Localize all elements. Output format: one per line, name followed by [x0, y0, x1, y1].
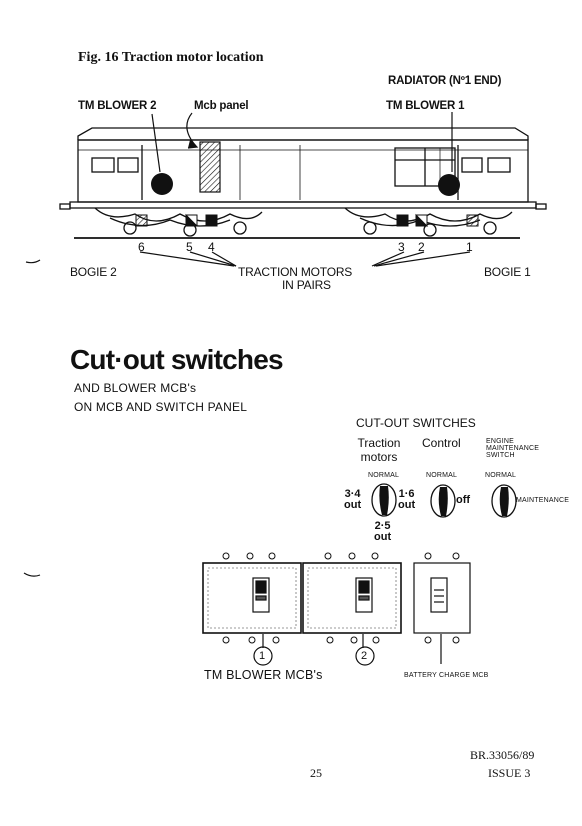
- bogie-1-label: BOGIE 1: [484, 265, 531, 279]
- motor-number-5: 5: [186, 240, 193, 254]
- engine-maintenance-switch-label: ENGINE MAINTENANCE SWITCH: [486, 438, 540, 459]
- control-off-label: off: [456, 494, 471, 506]
- document-reference: BR.33056/89: [470, 748, 535, 762]
- traction-motors-25-out-label: 2·5 out: [374, 520, 392, 543]
- mcb-number-circles: [253, 646, 375, 666]
- motor-number-3: 3: [398, 240, 405, 254]
- control-switch-label: Control: [422, 436, 461, 450]
- traction-motors-16-out-label: 1·6 out: [398, 488, 416, 511]
- section-subheading-1: AND BLOWER MCB's: [74, 381, 197, 395]
- mcb-2-number: 2: [361, 650, 368, 662]
- mcb-panel-label: Mcb panel: [194, 100, 249, 112]
- locomotive-drawing: [59, 127, 547, 239]
- leader-lines: [139, 112, 471, 267]
- control-normal-label: NORMAL: [426, 472, 458, 479]
- tm-blower-2-marker: [151, 173, 173, 195]
- in-pairs-label: IN PAIRS: [282, 278, 331, 292]
- control-rotary-switch[interactable]: [430, 484, 456, 518]
- traction-motor-markers-bogie-2: [135, 213, 218, 227]
- traction-motor-markers-bogie-1: [396, 213, 479, 227]
- tm-blower-1-marker: [438, 174, 460, 196]
- engine-maintenance-rotary-switch[interactable]: [491, 484, 517, 518]
- battery-charge-mcb-label: BATTERY CHARGE MCB: [404, 672, 489, 679]
- tm-blower-2-label: TM BLOWER 2: [78, 100, 157, 112]
- traction-motors-34-out-label: 3·4 out: [344, 488, 362, 511]
- motor-number-2: 2: [418, 240, 425, 254]
- mcb-switch-panel: [202, 552, 471, 664]
- mcb-1-number: 1: [259, 650, 266, 662]
- issue-label: ISSUE 3: [488, 766, 531, 780]
- engine-maintenance-normal-label: NORMAL: [485, 472, 517, 479]
- tm-blower-mcbs-label: TM BLOWER MCB's: [204, 668, 323, 682]
- motor-number-4: 4: [208, 240, 215, 254]
- tm-blower-1-label: TM BLOWER 1: [386, 100, 465, 112]
- traction-motors-switch-label: Traction motors: [357, 436, 401, 464]
- bogie-2-label: BOGIE 2: [70, 265, 117, 279]
- motor-number-1: 1: [466, 240, 473, 254]
- motor-number-6: 6: [138, 240, 145, 254]
- section-subheading-2: ON MCB AND SWITCH PANEL: [74, 400, 248, 414]
- mcb-panel-marker: [199, 141, 221, 193]
- section-heading: Cut·out switches: [70, 344, 284, 375]
- traction-motors-normal-label: NORMAL: [368, 472, 400, 479]
- engine-maintenance-label: MAINTENANCE: [516, 497, 570, 504]
- cut-out-switches-title: CUT-OUT SWITCHES: [356, 416, 476, 430]
- traction-motors-label: TRACTION MOTORS: [238, 265, 353, 279]
- figure-title: Fig. 16 Traction motor location: [78, 50, 264, 65]
- page-number: 25: [310, 766, 322, 780]
- traction-motors-rotary-switch[interactable]: [371, 483, 397, 517]
- radiator-label: RADIATOR (Nº1 END): [388, 75, 502, 87]
